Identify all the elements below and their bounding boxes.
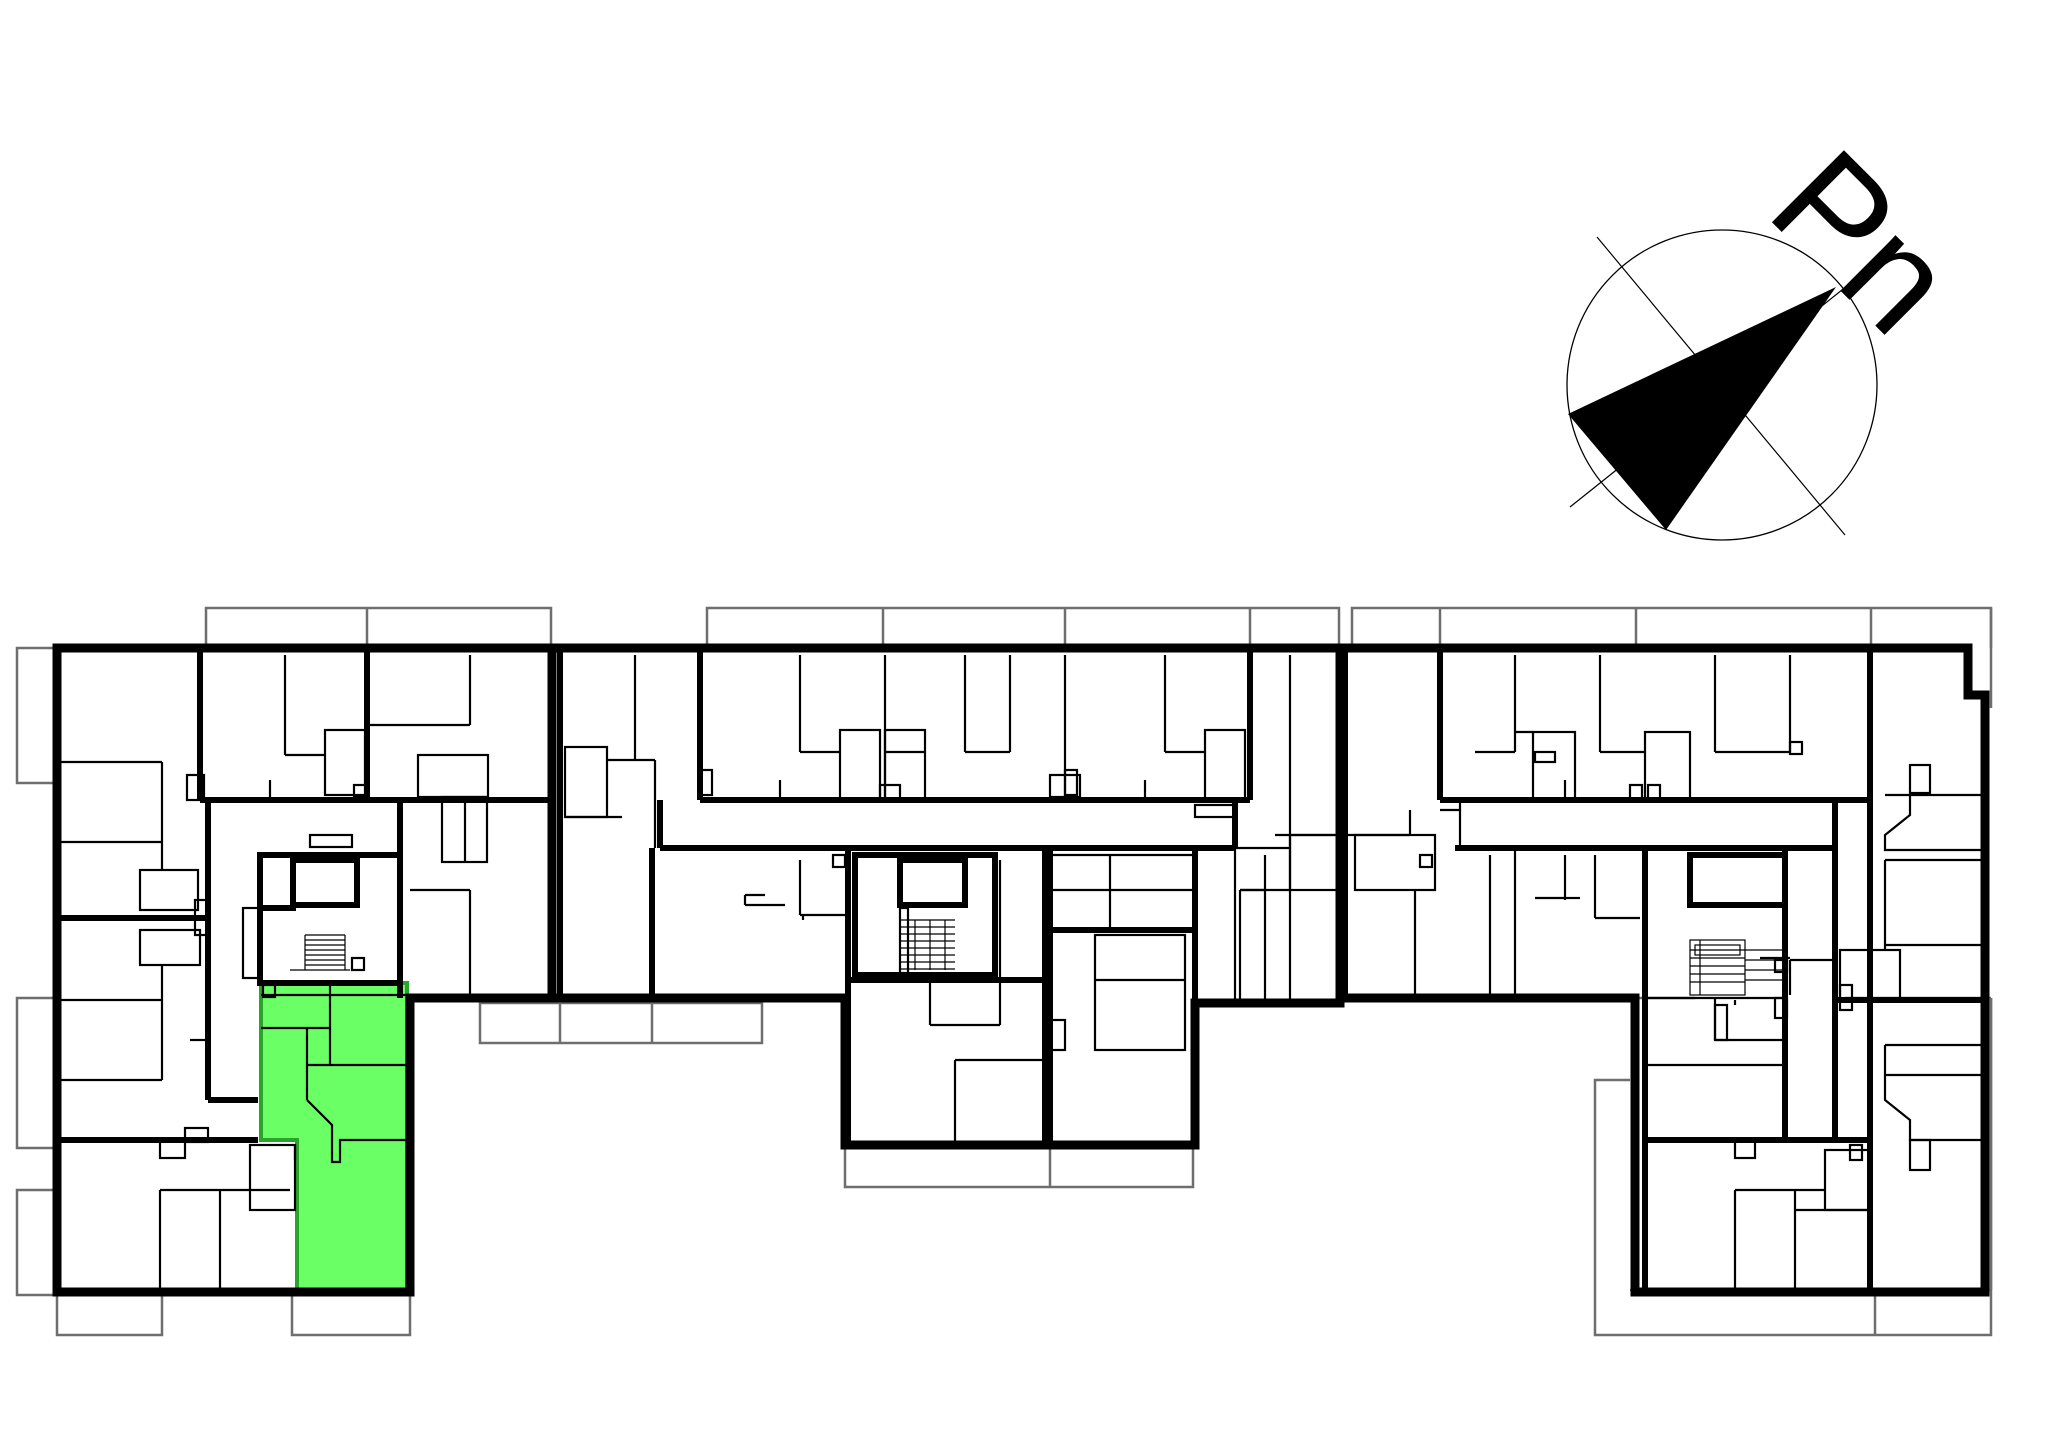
compass: Pn xyxy=(1566,120,1985,541)
compass-needle xyxy=(1568,287,1836,530)
right-wing-structure xyxy=(1835,797,1873,1140)
selected-apartment[interactable] xyxy=(259,981,409,1294)
selected-apartment-fill[interactable] xyxy=(259,981,409,1294)
room-partitions xyxy=(57,655,1985,1292)
compass-ring xyxy=(1566,229,1878,541)
